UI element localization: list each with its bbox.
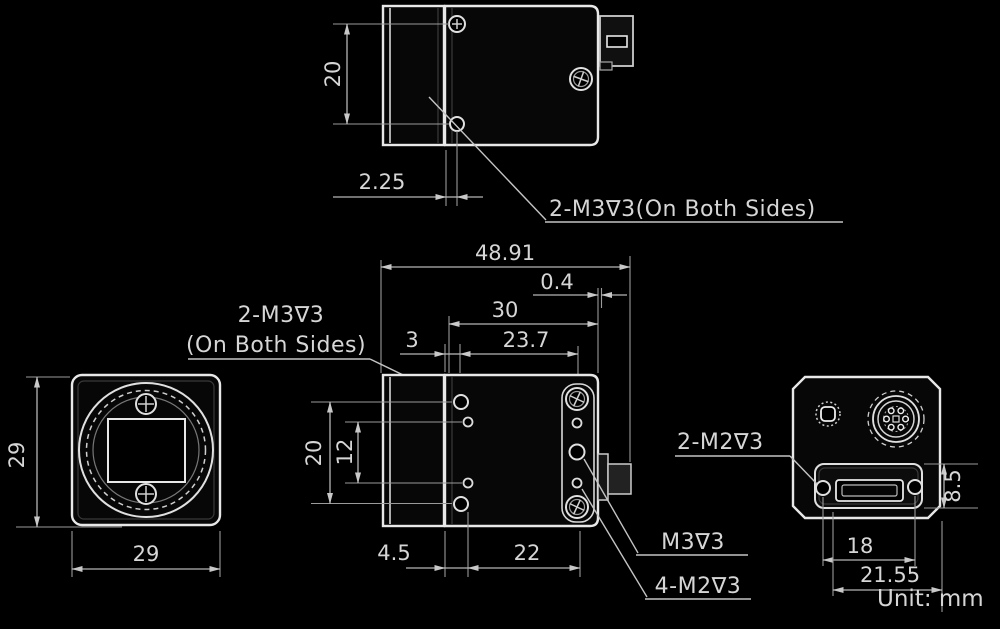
dim-text-rear-step: 0.4 xyxy=(540,270,573,294)
callout-conn-screws: 2-M2∇3 xyxy=(675,430,818,485)
dim-side-bottom: 4.5 22 xyxy=(377,512,581,577)
camera-body-side xyxy=(443,373,600,528)
dim-side-inner-spacing: 12 xyxy=(333,421,462,484)
dim-text-front-width: 29 xyxy=(133,542,160,566)
top-view: 20 2.25 2-M3∇3(On Both Sides) xyxy=(321,4,843,223)
lens-mount-thread xyxy=(85,389,207,511)
dim-top-hole-offset: 2.25 xyxy=(333,131,483,206)
dim-text-side-outer-spacing: 20 xyxy=(302,440,326,467)
io-connector-side xyxy=(607,463,632,495)
dim-top-hole-spacing: 20 xyxy=(321,23,449,125)
dim-text-top-hole-offset: 2.25 xyxy=(359,170,406,194)
unit-note: Unit: mm xyxy=(877,586,984,612)
dim-side-outer-spacing: 20 xyxy=(302,401,452,505)
label-m2-holes: 4-M2∇3 xyxy=(655,574,742,599)
dim-rear-conn-width: 21.55 xyxy=(832,512,943,612)
camera-body-top xyxy=(443,4,600,147)
lens-mount-outer xyxy=(78,382,214,518)
dim-rear-step: 0.4 xyxy=(533,270,627,298)
dim-text-top-hole-spacing: 20 xyxy=(321,61,345,88)
rear-screw-panel xyxy=(561,383,595,523)
dim-text-rear-hole-offset: 23.7 xyxy=(503,328,550,352)
dim-text-side-inner-spacing: 12 xyxy=(333,439,357,466)
dim-rear-hole-offset: 23.7 xyxy=(459,328,579,357)
front-screw-bottom xyxy=(135,483,157,505)
callout-side-holes: 2-M3∇3 (On Both Sides) xyxy=(186,303,456,401)
callout-rear-m3: M3∇3 xyxy=(583,458,748,556)
io-connector-rear xyxy=(835,479,904,502)
dim-text-side-hole-spacing: 22 xyxy=(514,541,541,565)
side-rear-screws xyxy=(565,387,589,519)
dim-rear-screw-spacing: 18 xyxy=(822,496,916,566)
side-view: 20 12 4.5 22 M3∇3 4-M2∇3 xyxy=(302,373,751,600)
front-screw-top xyxy=(135,393,157,415)
dim-body-depth: 30 xyxy=(448,298,599,327)
dim-text-rear-conn-width: 21.55 xyxy=(860,563,920,587)
dim-text-front-step: 3 xyxy=(405,328,418,352)
m8-connector xyxy=(867,390,925,448)
conn-screw-left xyxy=(815,480,831,496)
dim-text-body-depth: 30 xyxy=(492,298,519,322)
dim-text-overall-length: 48.91 xyxy=(475,241,535,265)
label-side-holes-line1: 2-M3∇3 xyxy=(238,303,325,328)
dim-front-width: 29 xyxy=(71,531,221,577)
dim-text-rear-conn-height: 8.5 xyxy=(941,469,965,502)
conn-screw-right xyxy=(907,479,923,495)
callout-m2-holes: 4-M2∇3 xyxy=(581,488,751,600)
top-mounting-hole-rear xyxy=(449,116,465,132)
top-mounting-hole-front xyxy=(448,15,466,33)
front-view: 29 29 xyxy=(5,373,222,577)
dim-rear-conn-height: 8.5 xyxy=(924,463,978,509)
side-mounting-holes-front xyxy=(453,394,474,512)
side-view-dimension-stack: 48.91 0.4 30 3 23.7 2-M3∇3 (On Both Side… xyxy=(186,241,631,462)
dim-overall-length: 48.91 xyxy=(380,241,631,270)
label-rear-m3: M3∇3 xyxy=(661,530,725,555)
top-assembly-screw xyxy=(569,67,593,91)
rear-view: 8.5 18 21.55 2-M2∇3 Unit: mm xyxy=(675,375,984,612)
led-indicator xyxy=(815,401,841,427)
dim-text-side-front-offset: 4.5 xyxy=(377,541,410,565)
label-top-holes: 2-M3∇3(On Both Sides) xyxy=(549,197,816,222)
callout-top-holes: 2-M3∇3(On Both Sides) xyxy=(428,96,843,223)
dim-front-height: 29 xyxy=(5,376,122,528)
dim-text-front-height: 29 xyxy=(5,442,29,469)
dim-front-step: 3 xyxy=(400,328,460,357)
label-side-holes-line2: (On Both Sides) xyxy=(186,333,366,358)
sensor-window xyxy=(107,418,186,483)
lens-flange-side xyxy=(381,373,446,528)
lens-flange-top xyxy=(381,4,446,147)
dim-text-rear-screw-spacing: 18 xyxy=(847,534,874,558)
top-rear-connector xyxy=(599,15,634,71)
label-conn-screws: 2-M2∇3 xyxy=(677,430,764,455)
